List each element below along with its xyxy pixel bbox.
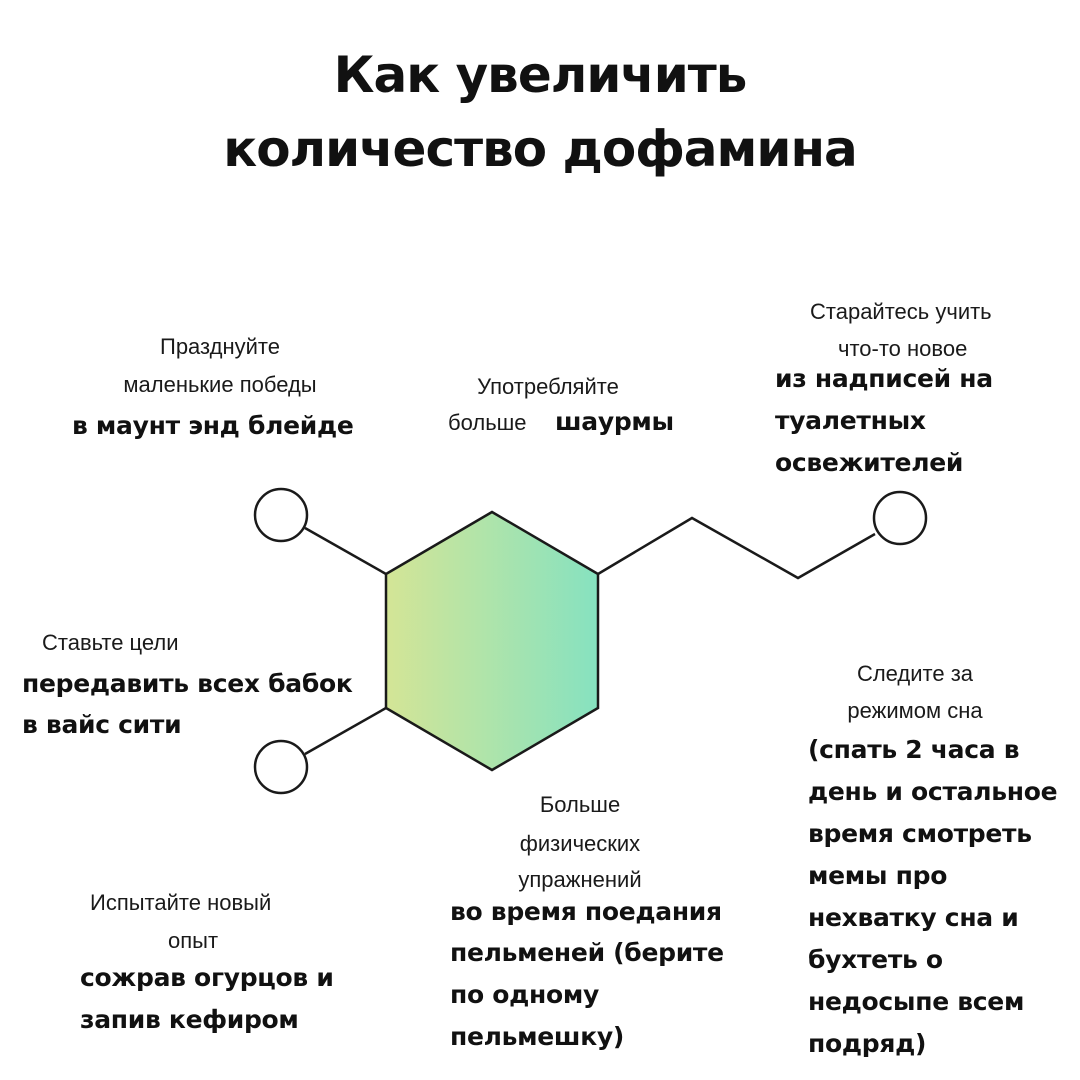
tip-sleep-joke-4: мемы про	[808, 861, 948, 890]
tip-goals-joke-1: передавить всех бабок	[22, 669, 353, 698]
tip-consume-joke: шаурмы	[555, 407, 674, 436]
page-title-line1: Как увеличить	[333, 46, 748, 104]
bond-bottom-left	[304, 706, 387, 756]
benzene-hexagon	[384, 510, 600, 772]
tip-learn-joke-1: из надписей на	[775, 364, 993, 393]
tip-experience-joke-1: сожрав огурцов и	[80, 963, 334, 992]
page-title-line2: количество дофамина	[223, 120, 857, 178]
atom-top-left	[253, 487, 309, 543]
tip-learn-joke-2: туалетных	[775, 406, 926, 435]
tip-goals-joke-2: в вайс сити	[22, 710, 182, 739]
tip-exercise-line1: Больше	[539, 792, 621, 817]
tip-celebrate-line2: маленькие победы	[123, 372, 317, 397]
tip-experience-line2: опыт	[168, 928, 219, 953]
atom-bottom-left	[253, 739, 309, 795]
bond-top-left	[304, 526, 387, 576]
tip-sleep-joke-5: нехватку сна и	[808, 903, 1019, 932]
tip-goals-line1: Ставьте цели	[42, 630, 179, 655]
side-chain	[597, 516, 876, 580]
tip-sleep-joke-1: (спать 2 часа в	[808, 735, 1020, 764]
tip-learn-line2: что-то новое	[838, 336, 968, 361]
tip-sleep-line1: Следите за	[856, 661, 974, 686]
atom-right	[872, 490, 928, 546]
tip-sleep-joke-2: день и остальное	[808, 777, 1058, 806]
tip-exercise-joke-2: пельменей (берите	[450, 938, 724, 967]
tip-exercise-line3: упражнений	[518, 867, 642, 892]
tip-exercise-joke-4: пельмешку)	[450, 1022, 624, 1051]
tip-learn-line1: Старайтесь учить	[810, 299, 992, 324]
tip-sleep-joke-7: недосыпе всем	[808, 987, 1025, 1016]
tip-consume-line1: Употребляйте	[477, 374, 619, 399]
tip-sleep-line2: режимом сна	[847, 698, 983, 723]
tip-exercise-line2: физических	[519, 831, 641, 856]
tip-celebrate-joke: в маунт энд блейде	[72, 411, 354, 440]
tip-exercise-joke-1: во время поедания	[450, 897, 722, 926]
tip-sleep-joke-6: бухтеть о	[808, 945, 943, 974]
tip-consume-line2: больше	[448, 410, 527, 435]
tip-sleep-joke-3: время смотреть	[808, 819, 1032, 848]
tip-experience-joke-2: запив кефиром	[80, 1005, 299, 1034]
tip-learn-joke-3: освежителей	[775, 448, 964, 477]
tip-exercise-joke-3: по одному	[450, 980, 599, 1009]
tip-sleep-joke-8: подряд)	[808, 1029, 927, 1058]
tip-celebrate-line1: Празднуйте	[160, 334, 280, 359]
tip-experience-line1: Испытайте новый	[90, 890, 272, 915]
